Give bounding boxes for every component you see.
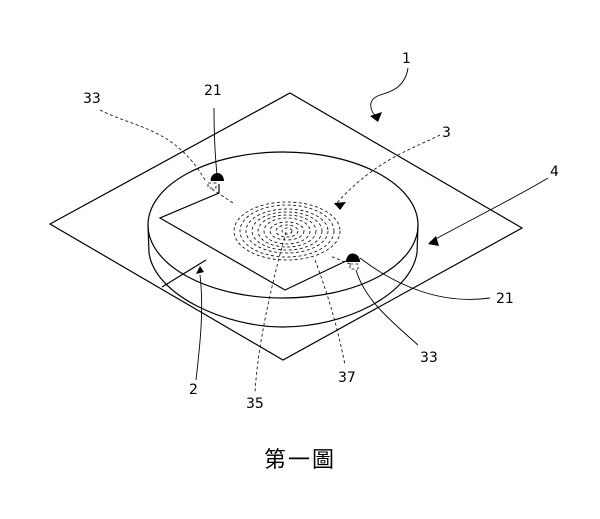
leader-33-lower [355, 269, 419, 346]
leader-37 [314, 259, 346, 366]
arrowhead-1 [370, 112, 382, 122]
antenna-trace [158, 184, 347, 291]
ref-label-1: 1 [402, 51, 411, 67]
trace-33-lower [329, 255, 351, 265]
leader-1 [370, 67, 409, 119]
ref-label-4: 4 [550, 164, 559, 180]
arrowhead-4 [428, 236, 439, 246]
figure-caption: 第一圖 [264, 448, 336, 473]
arrowhead-3 [334, 202, 346, 210]
disc-bottom-rim [148, 252, 418, 328]
ref-label-21-upper: 21 [204, 83, 222, 99]
leader-21-lower [359, 257, 491, 300]
ref-label-3: 3 [442, 125, 451, 141]
contact-pad-lower [346, 253, 360, 262]
disc-side-right [416, 224, 419, 254]
via-upper [207, 182, 217, 189]
ref-label-33-lower: 33 [420, 350, 438, 366]
leader-35 [254, 231, 287, 393]
leader-4 [429, 177, 549, 243]
substrate-sheet [48, 92, 524, 361]
disc-top-ellipse [147, 151, 419, 299]
leader-33-upper [99, 109, 206, 181]
ref-label-2: 2 [189, 382, 198, 398]
coil-spiral [233, 201, 341, 261]
ref-label-35: 35 [246, 396, 264, 412]
ref-label-33-upper: 33 [83, 91, 101, 107]
ref-label-21-lower: 21 [496, 291, 514, 307]
trace-33-upper [211, 188, 234, 204]
leader-3 [334, 134, 441, 206]
disc-side-left [147, 224, 150, 254]
contact-pad-upper [210, 172, 224, 181]
via-lower [349, 263, 359, 270]
arrowhead-2 [196, 266, 204, 274]
leader-21-upper [213, 107, 218, 176]
ref-label-37: 37 [338, 370, 356, 386]
substrate-strip-edge [161, 259, 207, 288]
leader-2 [195, 274, 203, 381]
